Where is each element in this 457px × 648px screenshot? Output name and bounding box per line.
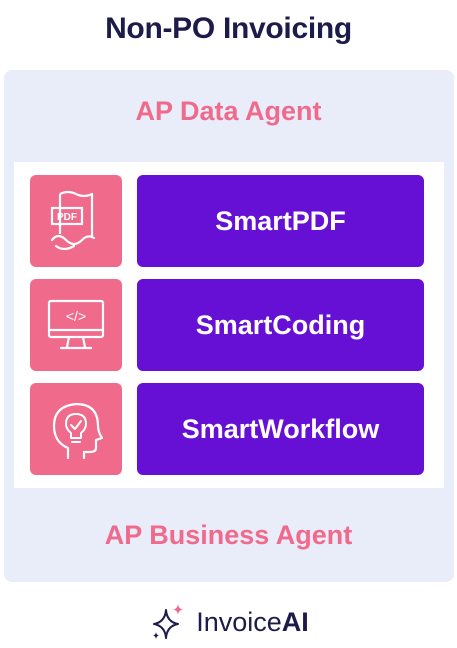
logo-text: InvoiceAI [196, 607, 309, 638]
smartworkflow-module: SmartWorkflow [137, 383, 424, 475]
logo-text-bold: AI [281, 606, 309, 637]
coding-icon-box: </> [30, 279, 122, 371]
smartpdf-module: SmartPDF [137, 175, 424, 267]
logo-text-regular: Invoice [196, 606, 282, 637]
page-title: Non-PO Invoicing [105, 12, 352, 45]
workflow-icon-box [30, 383, 122, 475]
pdf-badge-text: PDF [57, 212, 77, 223]
code-symbol: </> [66, 308, 86, 324]
bottom-agent-label: AP Business Agent [104, 520, 353, 550]
sparkle-icon [153, 604, 184, 639]
smartcoding-module: SmartCoding [137, 279, 424, 371]
pdf-document-icon: PDF [50, 190, 96, 251]
pdf-icon-box: PDF [30, 175, 122, 267]
top-agent-label: AP Data Agent [135, 96, 322, 126]
head-lightbulb-icon [52, 402, 104, 460]
invoiceai-logo: InvoiceAI [0, 596, 457, 648]
code-monitor-icon: </> [47, 299, 105, 350]
